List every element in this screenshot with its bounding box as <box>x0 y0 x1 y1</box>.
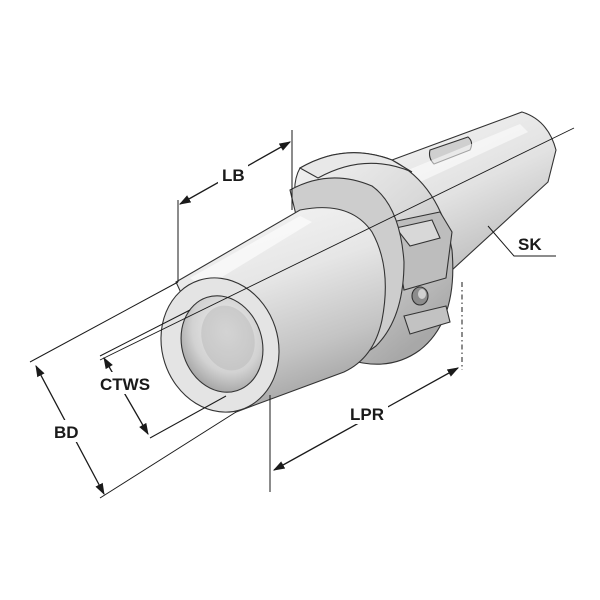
sk-leader: SK <box>487 225 556 257</box>
ctws-dimension: CTWS <box>98 309 227 439</box>
lpr-dimension: LPR <box>269 282 463 492</box>
bd-dimension: BD <box>29 281 237 499</box>
center-axis <box>99 127 575 361</box>
ctws-arrow-line <box>103 356 149 436</box>
ctws-label: CTWS <box>100 375 150 394</box>
sk-leader-line <box>487 225 556 257</box>
lpr-label: LPR <box>350 405 384 424</box>
bd-label: BD <box>54 423 79 442</box>
sk-label: SK <box>518 235 542 254</box>
cylinder-body <box>160 207 386 413</box>
lb-label: LB <box>222 166 245 185</box>
lb-dimension: LB <box>177 130 293 282</box>
